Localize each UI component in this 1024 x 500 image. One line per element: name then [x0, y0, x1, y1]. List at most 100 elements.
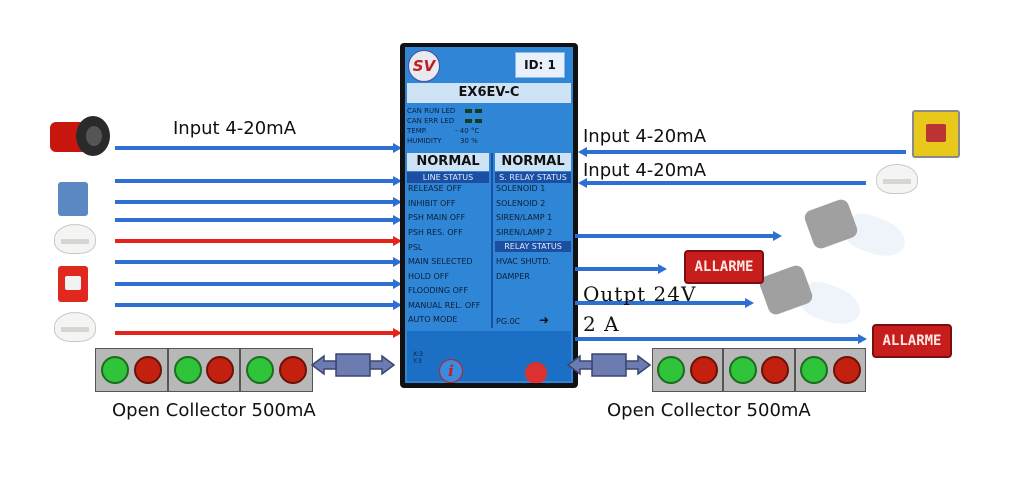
smoke-detector-icon: [54, 312, 96, 342]
oc-channel: [795, 349, 865, 391]
arrow-head-icon: [773, 231, 782, 241]
led-red-icon: [832, 356, 861, 384]
arrow-head-icon: [393, 215, 402, 225]
input-arrow: [115, 179, 395, 183]
relay-item: SOLENOID 1: [496, 184, 546, 193]
relay-status-normal: NORMAL: [495, 153, 571, 171]
led-green-icon: [728, 356, 757, 384]
humidity-value: 30 %: [460, 137, 478, 145]
input-arrow-red: [115, 331, 395, 335]
arrow-head-icon: [393, 197, 402, 207]
led-green-icon: [657, 356, 686, 384]
output-arrow: [575, 301, 747, 305]
led-red-icon: [206, 356, 235, 384]
oc-channel: [96, 349, 169, 391]
input-arrow: [586, 150, 906, 154]
open-collector-strip-left: [95, 348, 313, 392]
led-green-icon: [100, 356, 129, 384]
manual-call-point-icon: [58, 182, 88, 216]
input-arrow: [115, 282, 395, 286]
siren-strobe-icon: [755, 262, 866, 338]
temp-label: TEMP.: [407, 127, 428, 135]
arrow-head-icon: [393, 279, 402, 289]
led-green-icon: [173, 356, 202, 384]
s-relay-status-header: S. RELAY STATUS: [495, 172, 571, 183]
output-voltage-label: Outpt 24V: [583, 282, 697, 306]
can-run-led-label: CAN RUN LED: [407, 107, 456, 115]
arrow-head-icon: [578, 147, 587, 157]
info-button[interactable]: i: [439, 359, 463, 383]
logo: SV: [408, 50, 440, 82]
input-arrow: [115, 200, 395, 204]
relay-status-header: RELAY STATUS: [495, 241, 571, 252]
input-arrow-red: [115, 239, 395, 243]
panel-id: ID: 1: [515, 52, 565, 78]
open-collector-strip-right: [652, 348, 866, 392]
flame-detector-icon: [46, 110, 110, 160]
bidirectional-arrow-icon: [566, 353, 652, 377]
oc-channel: [653, 349, 725, 391]
arrow-head-icon: [393, 236, 402, 246]
control-panel: SV ID: 1 EX6EV-C CAN RUN LED CAN ERR LED…: [400, 43, 578, 388]
led-green-icon: [800, 356, 829, 384]
smoke-detector-icon: [876, 164, 918, 194]
led-red-icon: [133, 356, 162, 384]
arrow-head-icon: [858, 334, 867, 344]
relay-item: SIREN/LAMP 1: [496, 213, 553, 222]
output-arrow: [575, 234, 775, 238]
xy-readout: X:3 Y:3: [413, 351, 423, 365]
led-indicator: [475, 109, 482, 113]
open-collector-label-right: Open Collector 500mA: [607, 400, 811, 421]
line-status-item: PSH RES. OFF: [408, 228, 463, 237]
led-green-icon: [246, 356, 275, 384]
arrow-head-icon: [578, 178, 587, 188]
can-err-led-label: CAN ERR LED: [407, 117, 455, 125]
beam-detector-icon: [912, 110, 960, 158]
alarm-sign-icon: ALLARME: [872, 324, 952, 358]
relay-item: DAMPER: [496, 272, 530, 281]
input-label-left: Input 4-20mA: [173, 118, 297, 139]
line-status-item: FLOODING OFF: [408, 286, 469, 295]
line-status-item: RELEASE OFF: [408, 184, 462, 193]
line-status-item: AUTO MODE: [408, 315, 458, 324]
input-arrow: [115, 218, 395, 222]
alarm-reset-button[interactable]: [525, 362, 547, 383]
line-status-item: PSH MAIN OFF: [408, 213, 466, 222]
output-arrow: [575, 337, 860, 341]
panel-screen: SV ID: 1 EX6EV-C CAN RUN LED CAN ERR LED…: [405, 47, 573, 383]
line-status-normal: NORMAL: [407, 153, 489, 171]
page-indicator: PG.0C: [496, 317, 521, 326]
led-red-icon: [689, 356, 718, 384]
siren-strobe-icon: [800, 196, 911, 272]
led-red-icon: [761, 356, 790, 384]
arrow-head-icon: [393, 328, 402, 338]
temp-value: - 40 °C: [455, 127, 480, 135]
output-arrow: [575, 267, 660, 271]
arrow-head-icon: [393, 300, 402, 310]
relay-item: SOLENOID 2: [496, 199, 546, 208]
arrow-head-icon: [745, 298, 754, 308]
panel-model: EX6EV-C: [407, 83, 571, 103]
output-current-label: 2 A: [583, 312, 620, 336]
input-arrow: [115, 146, 395, 150]
manual-call-point-icon: [58, 266, 88, 302]
next-page-arrow-icon[interactable]: ➜: [539, 313, 550, 327]
alarm-sign-icon: ALLARME: [684, 250, 764, 284]
oc-channel: [168, 349, 242, 391]
relay-item: HVAC SHUTD.: [496, 257, 551, 266]
input-arrow: [115, 303, 395, 307]
open-collector-label-left: Open Collector 500mA: [112, 400, 316, 421]
arrow-head-icon: [393, 176, 402, 186]
bidirectional-arrow-icon: [310, 353, 396, 377]
humidity-label: HUMIDITY: [407, 137, 442, 145]
line-status-item: MAIN SELECTED: [408, 257, 473, 266]
arrow-head-icon: [658, 264, 667, 274]
input-label-right-1: Input 4-20mA: [583, 126, 707, 147]
input-arrow: [586, 181, 866, 185]
line-status-item: INHIBIT OFF: [408, 199, 456, 208]
smoke-detector-icon: [54, 224, 96, 254]
line-status-item: HOLD OFF: [408, 272, 449, 281]
line-status-item: MANUAL REL. OFF: [408, 301, 481, 310]
input-label-right-2: Input 4-20mA: [583, 160, 707, 181]
arrow-head-icon: [393, 257, 402, 267]
